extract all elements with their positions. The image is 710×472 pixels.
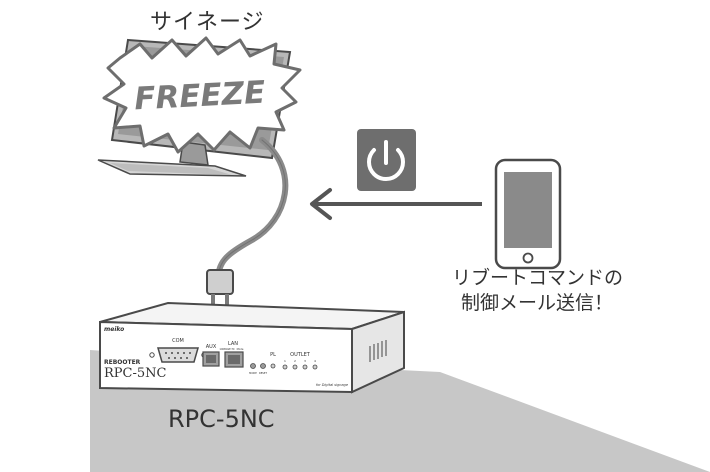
pl-led <box>270 363 276 369</box>
signage-label: サイネージ <box>150 10 265 35</box>
com-port <box>157 347 199 363</box>
rebooter-device: meiko REBOOTER RPC-5NC COM AUX LAN 100BA… <box>99 301 405 394</box>
power-plug <box>206 269 234 306</box>
side-vents <box>369 340 387 362</box>
power-cable-edge <box>217 139 286 283</box>
port-com-label: COM <box>172 338 184 344</box>
outlet-num-2: 2 <box>294 359 296 363</box>
power-cable <box>215 137 289 285</box>
mode-button <box>250 363 256 369</box>
lan-sub-left: 100BASE-TX <box>219 347 235 351</box>
device-model: RPC-5NC <box>104 366 167 381</box>
device-brand: meiko <box>104 326 124 333</box>
outlet-led-3 <box>302 364 308 370</box>
smartphone-icon <box>494 158 562 270</box>
outlet-label: OUTLET <box>290 352 311 358</box>
device-category: REBOOTER <box>104 359 141 366</box>
freeze-burst <box>102 36 302 154</box>
reboot-message-line1: リブートコマンドの <box>452 267 624 289</box>
outlet-led-4 <box>312 364 318 370</box>
reboot-message: リブートコマンドの 制御メール送信！ <box>452 266 624 316</box>
product-label: RPC-5NC <box>168 405 275 433</box>
btn-mode-label: MODE <box>249 371 257 375</box>
freeze-text: FREEZE <box>133 75 266 118</box>
outlet-num-3: 3 <box>304 359 306 363</box>
port-aux-label: AUX <box>206 344 217 350</box>
reboot-message-line2: 制御メール送信！ <box>460 292 613 314</box>
arrow-left-icon <box>310 188 482 220</box>
outlet-num-4: 4 <box>314 359 316 363</box>
keyboard-keys <box>110 163 232 175</box>
outlet-led-2 <box>292 364 298 370</box>
device-footer: for Digital signage <box>316 383 348 387</box>
lan-sub-right: Mode <box>237 347 244 351</box>
monitor: FREEZE <box>97 36 302 177</box>
port-lan-label: LAN <box>228 341 238 347</box>
btn-reset-label: RESET <box>259 371 267 375</box>
reset-button <box>260 363 266 369</box>
outlet-num-1: 1 <box>284 359 286 363</box>
led-pl-label: PL <box>270 352 276 358</box>
back-wall <box>0 350 90 472</box>
power-icon <box>357 129 416 191</box>
outlet-led-1 <box>282 364 288 370</box>
